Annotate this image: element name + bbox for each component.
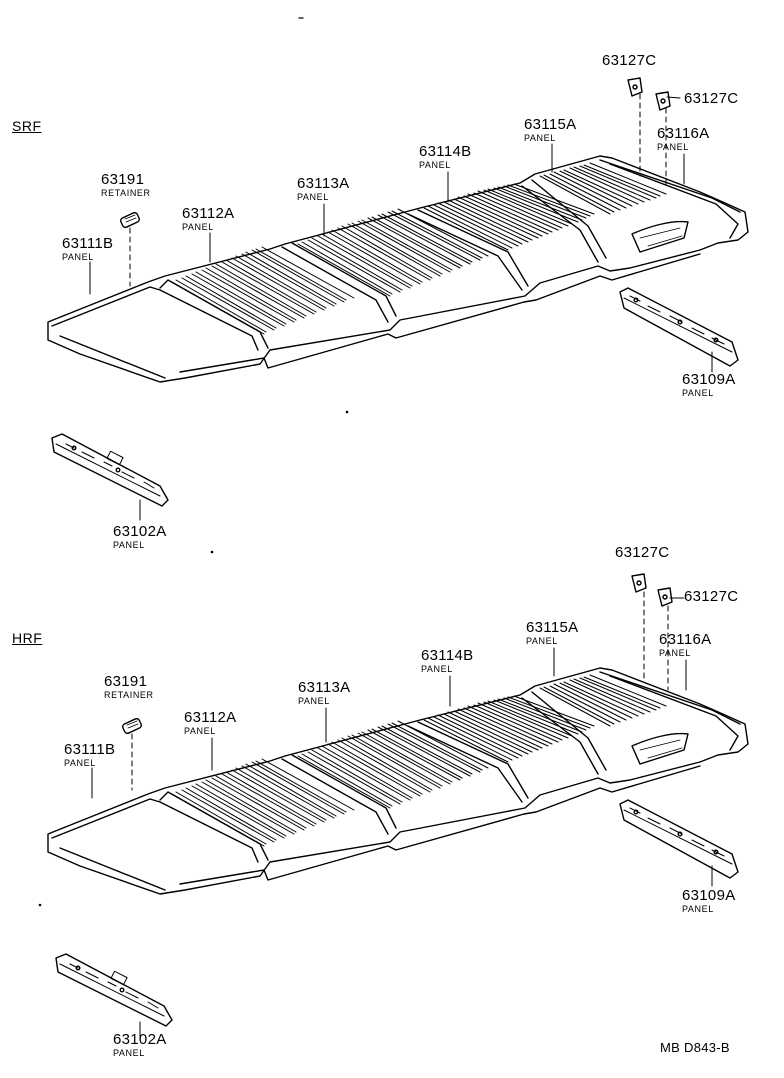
hrf-label-63127c-lower: 63127C <box>684 589 738 604</box>
part-description: PANEL <box>297 192 329 202</box>
part-number: 63191 <box>101 171 145 188</box>
srf-label-63127c-upper: 63127C <box>602 53 656 68</box>
part-number: 63114B <box>421 647 474 664</box>
hrf-clip-part-right <box>657 587 673 607</box>
hrf-label-63127c-upper: 63127C <box>615 545 669 560</box>
part-description: PANEL <box>421 664 453 674</box>
srf-label-63115a: 63115A PANEL <box>524 117 576 143</box>
part-number: 63113A <box>297 175 350 192</box>
srf-label-63114b: 63114B PANEL <box>419 144 471 170</box>
part-description: PANEL <box>64 758 96 768</box>
srf-clip-part-left <box>627 77 643 97</box>
hrf-label-63112a: 63112A PANEL <box>184 710 236 736</box>
part-description: PANEL <box>659 648 691 658</box>
part-number: 63191 <box>104 673 148 690</box>
part-number: 63116A <box>657 125 710 142</box>
part-number: 63112A <box>184 709 237 726</box>
part-description: PANEL <box>62 252 94 262</box>
hrf-retainer-part <box>121 716 143 736</box>
part-description: RETAINER <box>101 188 151 198</box>
srf-rear-rail-part <box>619 287 739 367</box>
srf-roof-assembly <box>47 155 749 383</box>
hrf-label-63113a: 63113A PANEL <box>298 680 350 706</box>
srf-label-63102a: 63102A PANEL <box>113 524 167 550</box>
hrf-roof-assembly <box>47 667 749 895</box>
hrf-label-63111b: 63111B PANEL <box>64 742 115 768</box>
hrf-clip-part-left <box>631 573 647 593</box>
part-description: PANEL <box>524 133 556 143</box>
srf-label-63112a: 63112A PANEL <box>182 206 234 232</box>
part-number: 63116A <box>659 631 712 648</box>
part-number: 63127C <box>684 588 739 605</box>
section-label-hrf: HRF <box>12 630 43 646</box>
srf-label-63111b: 63111B PANEL <box>62 236 113 262</box>
part-description: PANEL <box>526 636 558 646</box>
srf-retainer-part <box>119 210 141 230</box>
hrf-label-63102a: 63102A PANEL <box>113 1032 167 1058</box>
hrf-front-rail-part <box>55 953 173 1027</box>
part-number: 63109A <box>682 887 736 904</box>
hrf-label-63115a: 63115A PANEL <box>526 620 578 646</box>
srf-front-rail-part <box>51 433 169 507</box>
hrf-label-63114b: 63114B PANEL <box>421 648 473 674</box>
part-number: 63111B <box>64 741 116 758</box>
section-label-srf: SRF <box>12 118 42 134</box>
srf-label-63109a: 63109A PANEL <box>682 372 736 398</box>
part-description: PANEL <box>184 726 216 736</box>
part-number: 63109A <box>682 371 736 388</box>
srf-label-63116a: 63116A PANEL <box>657 126 709 152</box>
part-description: PANEL <box>419 160 451 170</box>
part-number: 63115A <box>526 619 579 636</box>
part-description: PANEL <box>682 388 714 398</box>
hrf-label-63116a: 63116A PANEL <box>659 632 711 658</box>
srf-label-63127c-lower: 63127C <box>684 91 738 106</box>
part-number: 63113A <box>298 679 351 696</box>
part-description: PANEL <box>113 1048 145 1058</box>
part-number: 63127C <box>684 90 739 107</box>
srf-label-63191: 63191 RETAINER <box>101 172 151 198</box>
hrf-rear-rail-part <box>619 799 739 879</box>
part-number: 63102A <box>113 1031 167 1048</box>
part-number: 63127C <box>602 52 657 69</box>
hrf-label-63109a: 63109A PANEL <box>682 888 736 914</box>
part-description: PANEL <box>657 142 689 152</box>
part-number: 63102A <box>113 523 167 540</box>
part-number: 63115A <box>524 116 577 133</box>
part-description: RETAINER <box>104 690 154 700</box>
hrf-label-63191: 63191 RETAINER <box>104 674 154 700</box>
part-description: PANEL <box>182 222 214 232</box>
part-number: 63111B <box>62 235 114 252</box>
part-number: 63112A <box>182 205 235 222</box>
part-number: 63127C <box>615 544 670 561</box>
part-description: PANEL <box>682 904 714 914</box>
part-description: PANEL <box>113 540 145 550</box>
srf-clip-part-right <box>655 91 671 111</box>
diagram-code: MB D843-B <box>660 1040 730 1055</box>
srf-label-63113a: 63113A PANEL <box>297 176 349 202</box>
part-number: 63114B <box>419 143 472 160</box>
part-description: PANEL <box>298 696 330 706</box>
